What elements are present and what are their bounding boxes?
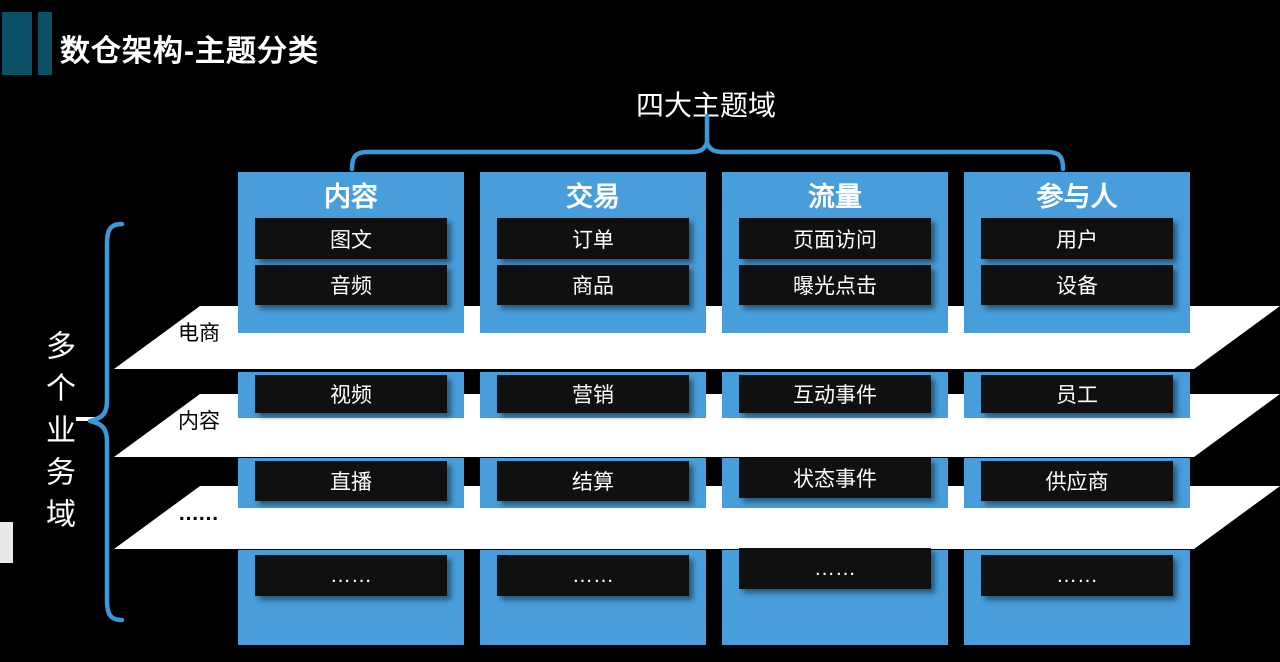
topic-box: ……: [981, 555, 1173, 596]
topic-box: 曝光点击: [739, 265, 931, 305]
topic-box: 页面访问: [739, 218, 931, 259]
page-title: 数仓架构-主题分类: [60, 35, 319, 68]
band-label: 电商: [178, 322, 220, 345]
topic-box: 直播: [255, 461, 447, 501]
title-accent-bar-large: [2, 12, 32, 75]
topic-box: ……: [739, 548, 931, 589]
topic-box: 设备: [981, 265, 1173, 305]
column-header-traffic: 流量: [808, 182, 862, 212]
band-label: ……: [178, 502, 219, 525]
topic-box: 视频: [255, 375, 447, 413]
topic-box: 员工: [981, 375, 1173, 413]
top-brace-label: 四大主题域: [635, 90, 776, 121]
column-header-content: 内容: [324, 182, 378, 212]
topic-box: 音频: [255, 265, 447, 305]
label-connector-dash: [76, 417, 96, 421]
topic-box: 状态事件: [739, 458, 931, 498]
band-label: 内容: [178, 410, 220, 433]
title-accent-bar-small: [38, 12, 52, 75]
topic-box: ……: [497, 555, 689, 596]
edge-gray-chip: [0, 522, 13, 563]
left-brace: [87, 221, 125, 623]
topic-box: 图文: [255, 218, 447, 259]
topic-box: 商品: [497, 265, 689, 305]
topic-box: ……: [255, 555, 447, 596]
left-brace-label: 多个业务域: [41, 330, 74, 540]
column-header-participant: 参与人: [1036, 182, 1118, 212]
top-brace: [349, 140, 1066, 172]
column-header-trade: 交易: [566, 182, 620, 212]
topic-box: 用户: [981, 218, 1173, 259]
topic-box: 结算: [497, 461, 689, 501]
topic-box: 营销: [497, 375, 689, 413]
topic-box: 互动事件: [739, 375, 931, 413]
topic-box: 订单: [497, 218, 689, 259]
topic-box: 供应商: [981, 461, 1173, 501]
